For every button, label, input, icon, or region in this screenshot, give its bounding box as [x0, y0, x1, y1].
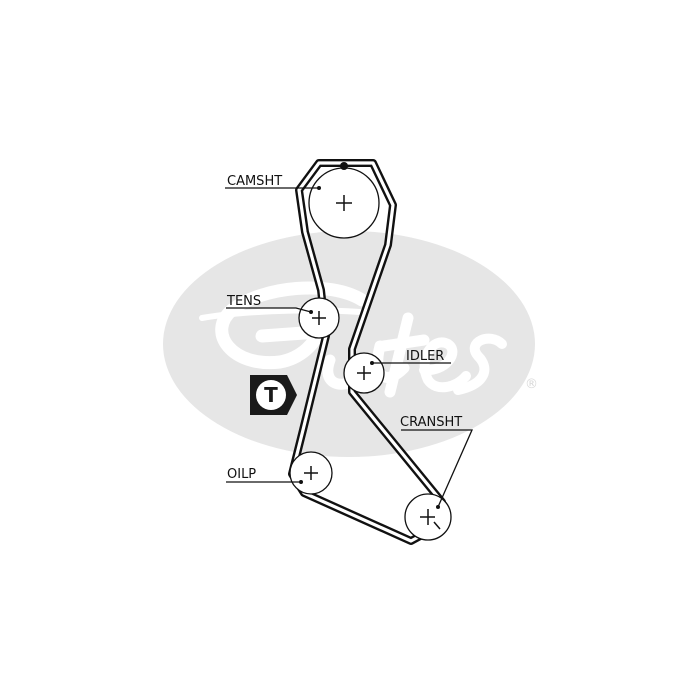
label-camshaft: CAMSHT: [227, 174, 282, 189]
tensioner-marker-text: T: [264, 383, 278, 407]
label-oil-pump: OILP: [227, 467, 256, 482]
tensioner-marker-icon: T: [250, 375, 297, 415]
registered-mark: ®: [525, 377, 538, 392]
label-crankshaft: CRANSHT: [400, 415, 462, 430]
oil-pump-pulley: [289, 451, 333, 495]
tensioner-leader: [226, 307, 312, 313]
tensioner-pulley: [298, 297, 340, 339]
camshaft-pulley: [308, 162, 380, 239]
label-tensioner: TENS: [226, 294, 261, 309]
label-idler: IDLER: [406, 349, 444, 364]
crankshaft-pulley: [404, 493, 452, 541]
gates-logo-icon: [163, 231, 535, 457]
crankshaft-leader: [401, 429, 473, 508]
timing-mark: [340, 162, 348, 170]
idler-pulley: [343, 352, 385, 394]
crank-timing-mark: [433, 521, 441, 530]
